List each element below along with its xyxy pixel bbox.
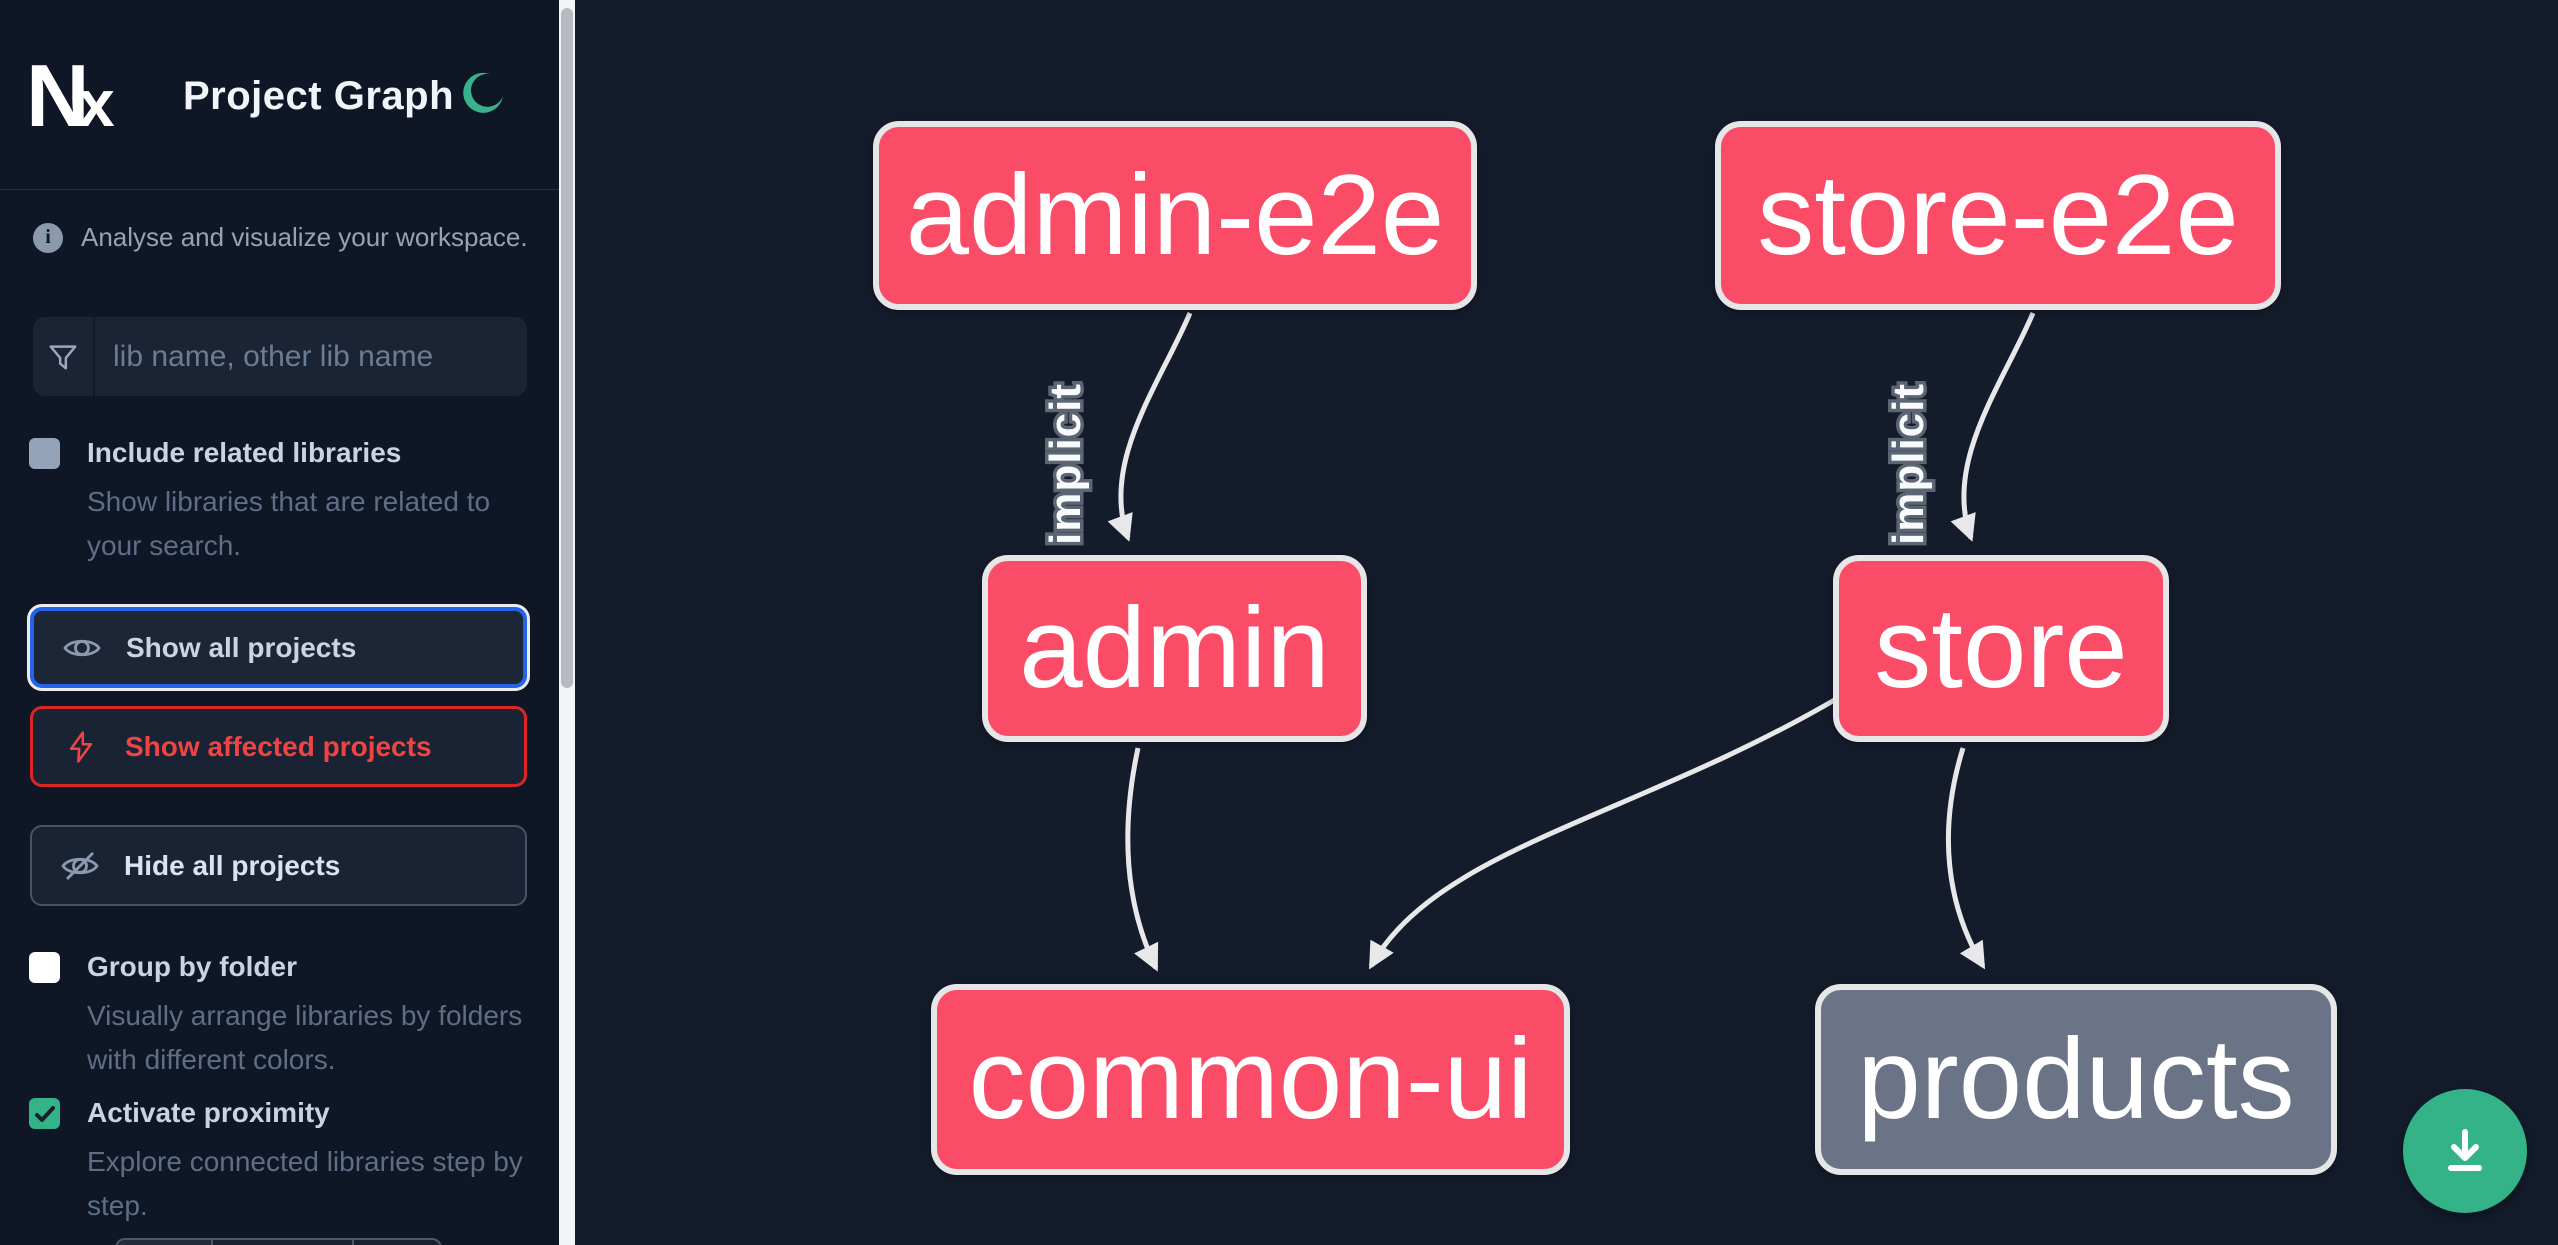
stepper-value <box>211 1240 352 1245</box>
node-label: products <box>1857 1016 2295 1143</box>
tagline-text: Analyse and visualize your workspace. <box>81 222 528 252</box>
info-icon: i <box>33 222 63 253</box>
search-box <box>33 317 527 396</box>
svg-text:x: x <box>78 66 115 134</box>
edge-store-e2e-store[interactable] <box>1950 312 2036 542</box>
nx-logo-icon: N x <box>26 46 140 145</box>
scrollbar-thumb[interactable] <box>561 8 573 688</box>
download-graph-button[interactable] <box>2403 1089 2527 1213</box>
toggle-label: Include related libraries <box>87 437 402 468</box>
edges-layer: implicit implicit <box>1038 312 2036 972</box>
toggle-description: Visually arrange libraries by folders wi… <box>87 1000 523 1075</box>
edge-label-implicit: implicit <box>1884 383 1933 545</box>
button-label: Show all projects <box>126 631 357 663</box>
checkbox-group-by-folder[interactable] <box>29 952 60 983</box>
toggle-include-related[interactable]: Include related libraries Show libraries… <box>29 436 552 568</box>
check-icon <box>34 1105 55 1122</box>
show-affected-projects-button[interactable]: Show affected projects <box>30 706 527 787</box>
graph-node-store-e2e[interactable]: store-e2e <box>1715 121 2281 310</box>
edge-admin-common-ui[interactable] <box>1125 747 1159 972</box>
eye-off-icon <box>60 846 100 886</box>
button-label: Hide all projects <box>124 849 341 881</box>
sidebar: N x Project Graph i Analyse and visualiz… <box>0 0 575 1245</box>
page-title: Project Graph <box>183 74 455 118</box>
edge-store-common-ui[interactable] <box>1368 695 1840 970</box>
node-label: store <box>1874 585 2128 712</box>
filter-icon <box>33 317 95 396</box>
eye-icon <box>62 628 102 668</box>
graph-canvas[interactable]: implicit implicit admin-e2e store-e2e ad… <box>575 0 2558 1245</box>
toggle-label: Group by folder <box>87 951 297 982</box>
toggle-activate-proximity[interactable]: Activate proximity Explore connected lib… <box>29 1096 552 1228</box>
search-input[interactable] <box>95 317 527 396</box>
node-label: store-e2e <box>1757 152 2239 279</box>
show-all-projects-button[interactable]: Show all projects <box>30 607 527 688</box>
button-label: Show affected projects <box>125 730 432 762</box>
graph-node-products[interactable]: products <box>1815 984 2337 1175</box>
sidebar-header: N x Project Graph <box>0 0 560 190</box>
proximity-stepper[interactable] <box>115 1238 442 1245</box>
edge-admin-e2e-admin[interactable] <box>1107 312 1193 542</box>
graph-node-store[interactable]: store <box>1833 555 2169 742</box>
node-label: admin-e2e <box>905 152 1445 279</box>
toggle-description: Explore connected libraries step by step… <box>87 1146 523 1221</box>
checkbox-activate-proximity[interactable] <box>29 1098 60 1129</box>
lightning-bolt-icon <box>61 727 101 767</box>
hide-all-projects-button[interactable]: Hide all projects <box>30 825 527 906</box>
node-label: admin <box>1019 585 1330 712</box>
stepper-decrement[interactable] <box>117 1240 211 1245</box>
moon-icon <box>460 72 508 120</box>
graph-node-admin-e2e[interactable]: admin-e2e <box>873 121 1477 310</box>
stepper-increment[interactable] <box>352 1240 440 1245</box>
toggle-label: Activate proximity <box>87 1097 330 1128</box>
download-icon <box>2433 1118 2497 1185</box>
toggle-description: Show libraries that are related to your … <box>87 486 491 561</box>
theme-toggle-button[interactable] <box>458 68 510 120</box>
graph-node-common-ui[interactable]: common-ui <box>931 984 1570 1175</box>
graph-node-admin[interactable]: admin <box>982 555 1367 742</box>
edge-store-products[interactable] <box>1945 747 1986 970</box>
edge-label-implicit: implicit <box>1041 383 1090 545</box>
checkbox-include-related[interactable] <box>29 438 60 469</box>
svg-text:N: N <box>30 56 90 134</box>
sidebar-scrollbar[interactable] <box>559 0 575 1245</box>
node-label: common-ui <box>968 1016 1533 1143</box>
toggle-group-by-folder[interactable]: Group by folder Visually arrange librari… <box>29 950 552 1082</box>
tagline-row: i Analyse and visualize your workspace. <box>33 222 528 253</box>
